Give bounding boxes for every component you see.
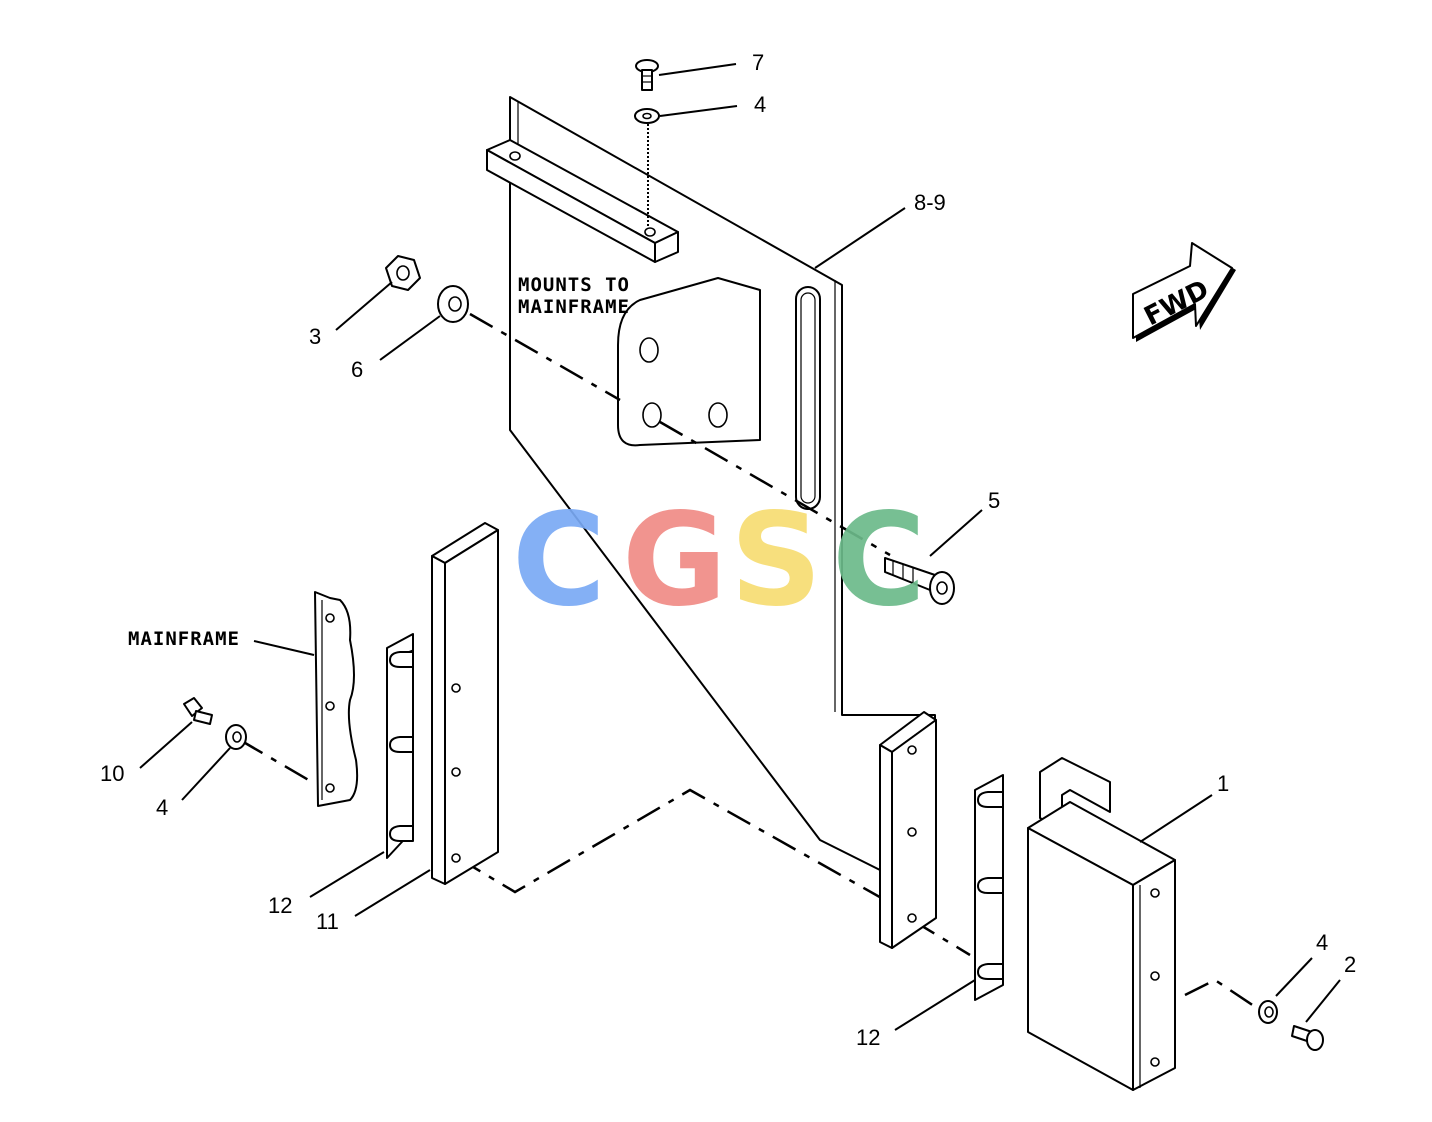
watermark-letter-2: G bbox=[622, 486, 727, 635]
callout-2: 2 bbox=[1344, 952, 1356, 977]
callout-4-top: 4 bbox=[754, 92, 766, 117]
callout-4-left: 4 bbox=[156, 795, 168, 820]
callout-10: 10 bbox=[100, 761, 124, 786]
callout-12-right: 12 bbox=[856, 1025, 880, 1050]
mounting-bracket bbox=[617, 277, 761, 447]
callout-3: 3 bbox=[309, 324, 321, 349]
callout-1: 1 bbox=[1217, 771, 1229, 796]
bolt-7 bbox=[635, 59, 659, 91]
callout-11: 11 bbox=[316, 909, 339, 934]
mainframe-note: MAINFRAME bbox=[128, 628, 240, 650]
mainframe-leader bbox=[253, 640, 315, 656]
washer-6 bbox=[437, 285, 469, 323]
bolt-2 bbox=[1291, 1025, 1324, 1051]
callout-8-9: 8-9 bbox=[914, 190, 946, 215]
callout-5: 5 bbox=[988, 488, 1000, 513]
washer-4-left bbox=[225, 724, 247, 750]
plate-slot bbox=[795, 286, 821, 510]
nut-3 bbox=[385, 255, 421, 291]
bolt-10 bbox=[183, 697, 213, 725]
forward-direction-arrow: FWD bbox=[1132, 242, 1236, 342]
callout-12-left: 12 bbox=[268, 893, 292, 918]
mounts-to-note-line2: MAINFRAME bbox=[518, 296, 630, 318]
washer-4-top bbox=[634, 108, 660, 124]
shim-12-right bbox=[974, 774, 1004, 1001]
callout-7: 7 bbox=[752, 50, 764, 75]
watermark-letter-4: C bbox=[832, 486, 926, 635]
top-ledge bbox=[486, 139, 679, 263]
spacer-11 bbox=[431, 522, 499, 885]
bolt-5 bbox=[884, 557, 955, 605]
shim-12-left bbox=[386, 633, 414, 859]
washer-4-right bbox=[1258, 1000, 1278, 1024]
watermark-letter-1: C bbox=[512, 486, 606, 635]
watermark: C G S C bbox=[512, 486, 926, 635]
watermark-letter-3: S bbox=[730, 486, 822, 635]
spacer-right bbox=[879, 711, 937, 949]
mainframe-section bbox=[314, 591, 359, 807]
block-1 bbox=[1027, 757, 1176, 1091]
leader-lines bbox=[139, 63, 1341, 1031]
mounts-to-note-line1: MOUNTS TO bbox=[518, 274, 630, 296]
callout-6: 6 bbox=[351, 357, 363, 382]
callout-4-right: 4 bbox=[1316, 930, 1328, 955]
